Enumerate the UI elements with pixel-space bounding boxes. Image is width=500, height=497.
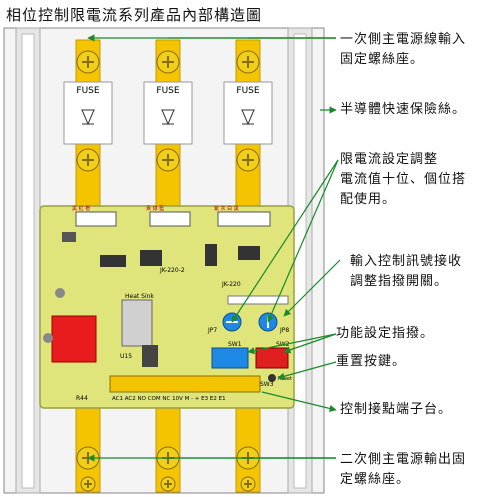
- screw-icon: [156, 148, 180, 172]
- fuse-label-2: FUSE: [156, 86, 179, 96]
- heat-sink-label: Heat Sink: [125, 293, 154, 300]
- annotation-input-control: 輸入控制訊號接收 調整指撥開關。: [350, 252, 462, 292]
- fuse-3: [223, 81, 273, 145]
- leader-lines: [87, 34, 341, 462]
- screw-icon: [156, 50, 180, 74]
- page-title: 相位控制限電流系列產品內部構造圖: [6, 6, 263, 24]
- annotation-fuse: 半導體快速保險絲。: [340, 102, 467, 117]
- fuse-label-3: FUSE: [236, 86, 259, 96]
- annotation-input-terminal: 一次側主電源線輸入 固定螺絲座。: [340, 30, 466, 70]
- r44-label: R44: [76, 395, 88, 402]
- annotation-line: 配使用。: [340, 192, 397, 207]
- annotation-line: 輸入控制訊號接收: [350, 254, 463, 269]
- annotation-line: 固定螺絲座。: [340, 52, 425, 67]
- jp8-label: JP8: [279, 327, 289, 334]
- fuse-2: [143, 81, 193, 145]
- connector-label-3: 紫 灰 白 黑: [214, 205, 239, 212]
- annotation-line: 限電流設定調整: [340, 152, 439, 167]
- annotation-function-switch: 功能設定指撥。: [336, 326, 435, 341]
- annotation-line: 電流值十位、個位搭: [340, 172, 467, 187]
- connector-label-1: 黑 紅 橙: [72, 205, 90, 212]
- annotation-current-limit: 限電流設定調整 電流值十位、個位搭 配使用。: [340, 150, 466, 210]
- board-model-left: JK-220-2: [159, 267, 185, 274]
- terminal-labels: AC1 AC2 NO COM NC 10V M - + E3 E2 E1: [112, 396, 226, 402]
- board-model-right: JK-220: [221, 281, 241, 288]
- control-board: [39, 205, 295, 409]
- screw-icon: [240, 476, 256, 492]
- annotation-line: 二次側主電源輸出固: [340, 452, 467, 467]
- sw1-label: SW1: [228, 341, 242, 348]
- annotation-line: 一次側主電源線輸入: [340, 32, 467, 47]
- annotation-control-terminal: 控制接點端子台。: [340, 402, 453, 417]
- annotation-line: 定螺絲座。: [340, 472, 411, 487]
- screw-icon: [236, 148, 260, 172]
- fuse-1: [63, 81, 113, 145]
- annotation-line: 調整指撥開關。: [350, 274, 449, 289]
- screw-icon: [236, 50, 260, 74]
- screw-icon: [76, 50, 100, 74]
- screw-icon: [80, 476, 96, 492]
- annotation-reset: 重置按鍵。: [336, 354, 407, 369]
- connector-label-2: 黃 綠 藍: [146, 205, 164, 212]
- sw3-label: SW3: [260, 381, 274, 388]
- u15-label: U15: [120, 353, 132, 360]
- screw-icon: [76, 148, 100, 172]
- annotation-output-terminal: 二次側主電源輸出固 定螺絲座。: [340, 450, 466, 490]
- screw-icon: [160, 476, 176, 492]
- fuse-label-1: FUSE: [76, 86, 99, 96]
- jp7-label: JP7: [207, 327, 217, 334]
